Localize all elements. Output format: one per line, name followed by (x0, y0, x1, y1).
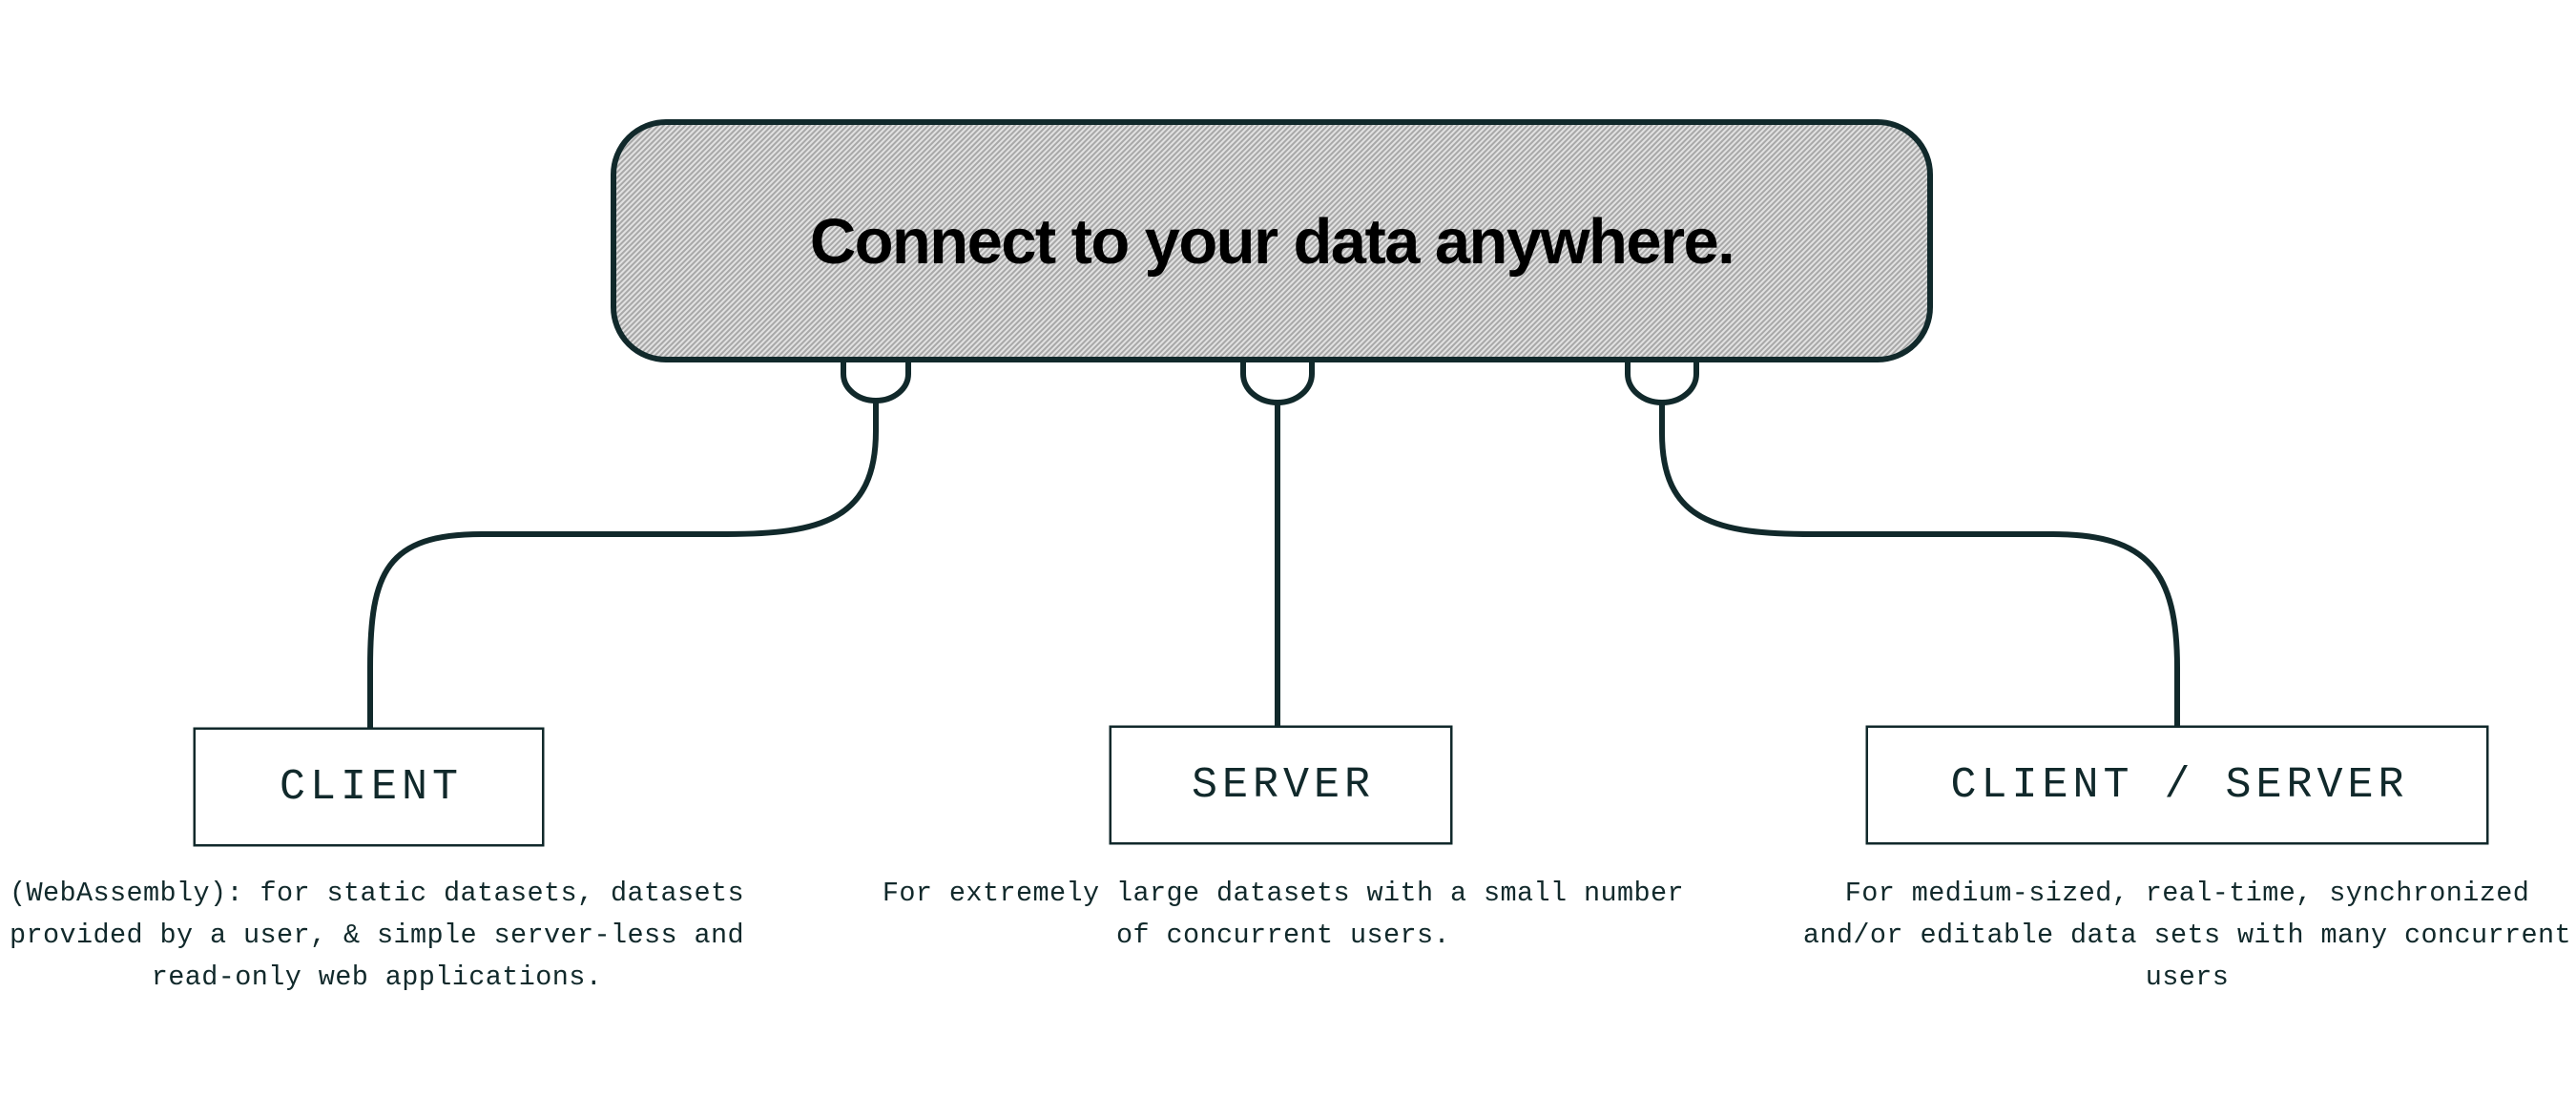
node-server[interactable]: SERVER (1111, 728, 1450, 842)
hero-socket-right (1625, 362, 1699, 405)
hero-socket-center (1240, 362, 1315, 405)
page-title: Connect to your data anywhere. (809, 206, 1735, 278)
node-client-label: CLIENT (279, 762, 464, 812)
hero-banner: Connect to your data anywhere. (611, 119, 1933, 362)
connector-hero-to-client (367, 401, 879, 730)
node-client-caption: (WebAssembly): for static datasets, data… (9, 878, 745, 993)
node-client[interactable]: CLIENT (196, 730, 542, 844)
connector-hero-to-client-server (1659, 403, 2180, 728)
node-client-server-label: CLIENT / SERVER (1950, 760, 2409, 810)
node-server-label: SERVER (1191, 760, 1376, 810)
node-client-server[interactable]: CLIENT / SERVER (1868, 728, 2486, 842)
hero-socket-left (841, 362, 911, 403)
node-server-caption: For extremely large datasets with a smal… (882, 878, 1685, 951)
node-client-server-caption: For medium-sized, real-time, synchronize… (1802, 878, 2572, 993)
